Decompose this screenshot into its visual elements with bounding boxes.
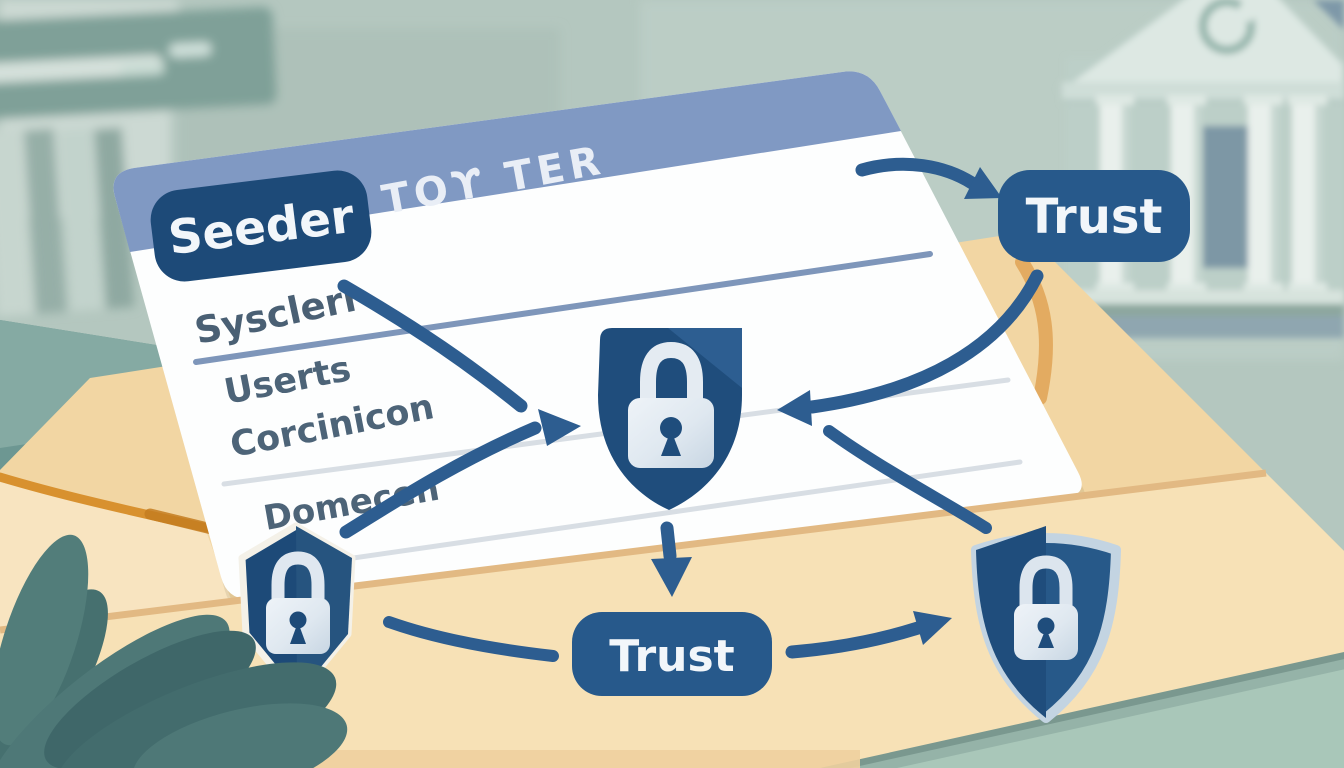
arrowhead-right-icon [964, 167, 1002, 199]
trust-badge-bottom: Trust [572, 612, 772, 696]
connector-center-to-right-shield [823, 425, 992, 534]
shield-lock-right-icon [971, 526, 1121, 723]
shield-lock-center-icon [598, 328, 742, 510]
arrowhead-right-icon [913, 611, 952, 645]
arrowhead-down-icon [651, 557, 692, 597]
arrow-center-shield-to-trust-bottom [660, 521, 677, 563]
arrow-trust-top-to-center-shield [805, 269, 1044, 414]
arrow-card-to-trust-top [855, 157, 979, 190]
arrow-trust-bottom-to-right-shield [785, 621, 925, 659]
connector-left-shield-to-trust-bottom [383, 616, 559, 662]
trust-badge-bottom-label: Trust [609, 631, 734, 682]
trust-badge-top-label: Trust [1026, 189, 1163, 245]
arrowhead-right-icon [538, 409, 581, 446]
card-divider-3 [253, 459, 1023, 575]
arrowhead-left-icon [777, 390, 812, 426]
card-divider-1 [193, 251, 933, 365]
plant-leaves-icon [0, 534, 348, 768]
bank-building-icon [1057, 0, 1344, 338]
trust-badge-top: Trust [998, 170, 1190, 262]
arrow-seeder-to-center-shield [337, 279, 528, 413]
arrow-heads [538, 167, 1002, 645]
bank-emblem-icon [1198, 0, 1256, 55]
flow-arrows [337, 157, 1044, 662]
arrow-left-to-center-shield [339, 421, 542, 539]
envelope-front-edge [0, 469, 1267, 634]
seeder-badge: Seeder [150, 170, 372, 282]
